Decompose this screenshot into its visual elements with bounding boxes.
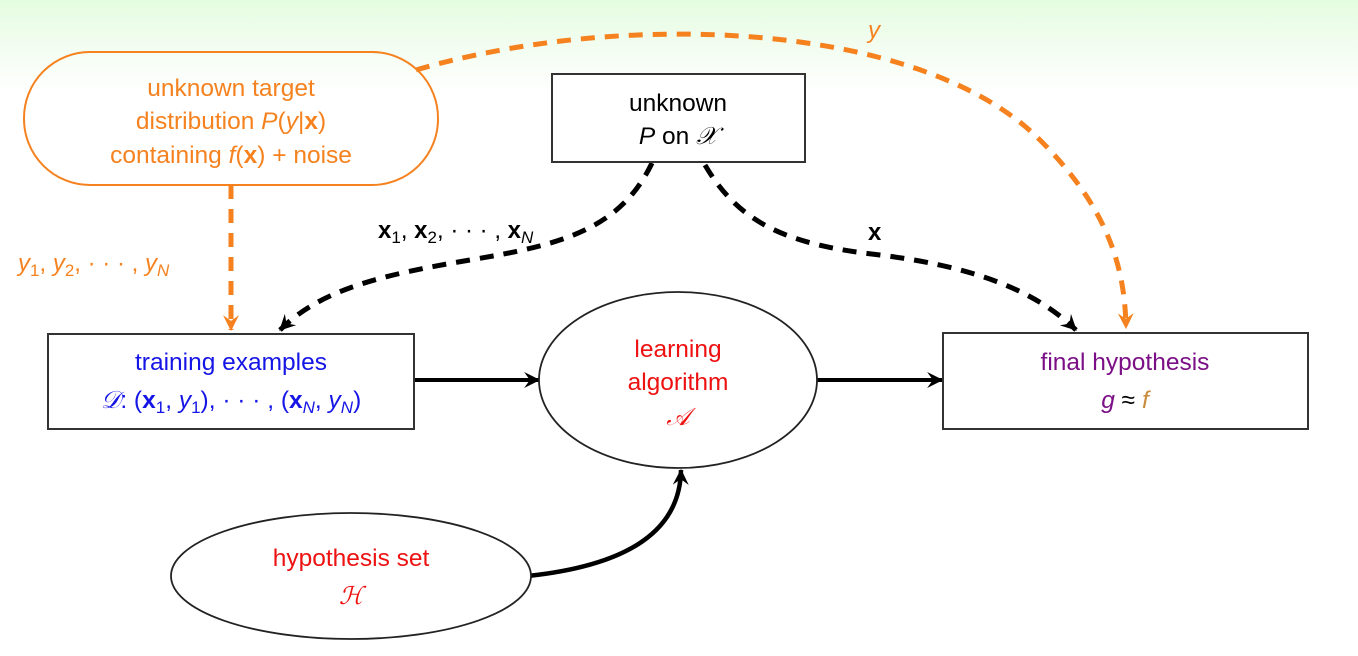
final-hypothesis-line-2: g ≈ f <box>1101 387 1151 414</box>
label-x-single: x <box>868 219 882 246</box>
training-line-2: 𝒟: (x1, y1), · · · , (xN, yN) <box>101 385 362 417</box>
node-target-distribution: unknown target distribution P(y|x) conta… <box>23 51 439 186</box>
target-line-2: distribution P(y|x) <box>136 108 326 135</box>
edge-hypothesis-set-to-algorithm <box>527 468 689 579</box>
input-dist-line-2: P on 𝒳 <box>639 121 724 150</box>
algorithm-line-2: algorithm <box>628 369 729 396</box>
input-dist-line-1: unknown <box>629 90 727 117</box>
edge-input-dist-to-final-hypothesis <box>702 163 1078 332</box>
label-y-top: y <box>866 17 882 44</box>
algorithm-line-1: learning <box>634 336 721 363</box>
training-line-1: training examples <box>135 349 327 376</box>
node-hypothesis-set: hypothesis set ℋ <box>170 512 532 640</box>
node-final-hypothesis: final hypothesis g ≈ f <box>942 332 1309 430</box>
label-y-series: y1, y2, · · · , yN <box>16 250 170 280</box>
edge-input-dist-to-training-examples <box>278 161 655 332</box>
label-x-series: x1, x2, · · · , xN <box>378 217 534 247</box>
target-line-3: containing f(x) + noise <box>110 142 352 169</box>
node-training-examples: training examples 𝒟: (x1, y1), · · · , (… <box>47 333 415 430</box>
node-input-distribution: unknown P on 𝒳 <box>551 73 806 163</box>
final-hypothesis-line-1: final hypothesis <box>1041 349 1210 376</box>
hypothesis-set-line-1: hypothesis set <box>273 545 430 572</box>
hypothesis-set-symbol: ℋ <box>339 581 367 610</box>
target-line-1: unknown target <box>147 75 315 102</box>
node-learning-algorithm: learning algorithm 𝒜 <box>538 291 818 469</box>
